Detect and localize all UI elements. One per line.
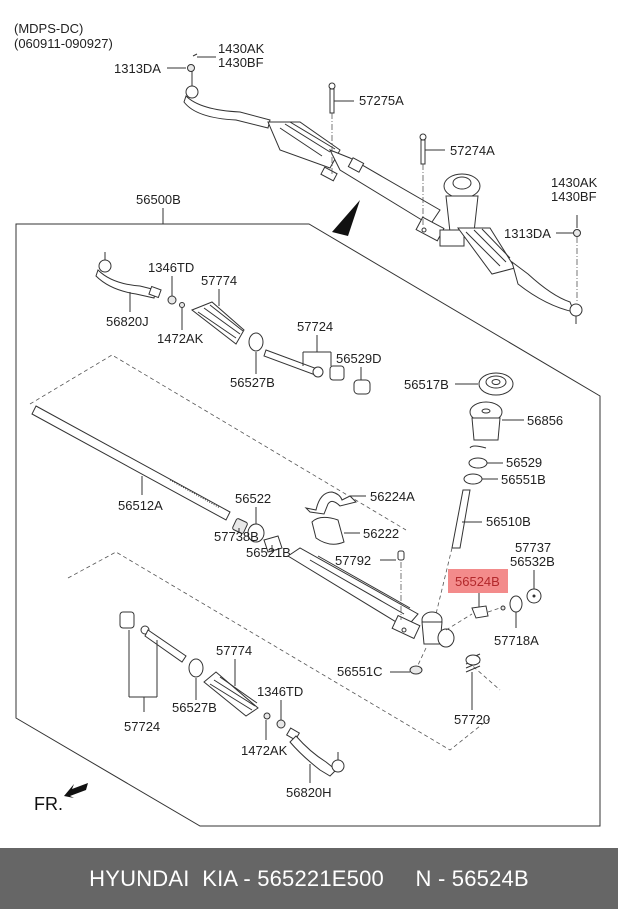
front-arrow-icon	[64, 783, 88, 798]
label-56820J: 56820J	[106, 314, 149, 329]
label-56551B: 56551B	[501, 472, 546, 487]
tie-rod-end-56820H	[285, 727, 345, 777]
label-56529: 56529	[506, 455, 542, 470]
label-56524B[interactable]: 56524B	[455, 574, 500, 589]
highlight-56524B	[448, 569, 508, 593]
label-1472AK-lower: 1472AK	[241, 743, 288, 758]
label-56532B: 56532B	[510, 554, 555, 569]
top-steering-gear-assembly	[183, 53, 583, 324]
label-56521B: 56521B	[246, 545, 291, 560]
dashed-group-upper	[29, 354, 407, 531]
label-57724-upper: 57724	[297, 319, 333, 334]
label-57792: 57792	[335, 553, 371, 568]
model-label: (MDPS-DC)	[14, 21, 83, 36]
nut-1346TD-lower	[276, 719, 286, 729]
label-1346TD-upper: 1346TD	[148, 260, 194, 275]
label-1430AK-right: 1430AK	[551, 175, 598, 190]
inner-tie-rod-57724-lower	[140, 625, 187, 663]
bushing-56521B	[263, 535, 283, 553]
plug-57792	[397, 550, 405, 561]
label-57718A: 57718A	[494, 633, 539, 648]
seal-57718A	[509, 595, 523, 613]
label-57774-lower: 57774	[216, 643, 252, 658]
label-57274A: 57274A	[450, 143, 495, 158]
cover-56517B	[478, 372, 514, 396]
tie-rod-end-right-top	[511, 260, 583, 324]
label-56224A: 56224A	[370, 489, 415, 504]
nut-1346TD-upper	[167, 295, 177, 305]
label-1313DA-left: 1313DA	[114, 61, 161, 76]
label-1346TD-lower: 1346TD	[257, 684, 303, 699]
front-direction-label: FR.	[34, 794, 63, 814]
pinion-56510B	[451, 489, 471, 549]
spring-57720	[465, 653, 481, 673]
label-56551C: 56551C	[337, 664, 383, 679]
date-range-label: (060911-090927)	[14, 36, 113, 51]
label-57275A: 57275A	[359, 93, 404, 108]
label-1430BF-right: 1430BF	[551, 189, 597, 204]
label-57738B: 57738B	[214, 529, 259, 544]
dashed-group-lower	[67, 551, 491, 751]
nut-1313DA-left	[187, 64, 195, 72]
assembly-boundary	[15, 223, 601, 827]
cap-56551C	[409, 665, 423, 675]
bushing-56529D	[353, 379, 371, 395]
label-56222: 56222	[363, 526, 399, 541]
mount-56222	[311, 516, 345, 545]
label-56522: 56522	[235, 491, 271, 506]
label-57724-lower: 57724	[124, 719, 160, 734]
part-number-caption: HYUNDAI KIA - 565221E500 N - 56524B	[89, 865, 529, 891]
rack-bar-56512A	[31, 405, 231, 521]
seal-56529	[468, 457, 488, 469]
label-1472AK-upper: 1472AK	[157, 331, 204, 346]
label-56500B: 56500B	[136, 192, 181, 207]
footer-bar: HYUNDAI KIA - 565221E500 N - 56524B	[0, 848, 618, 909]
label-56856: 56856	[527, 413, 563, 428]
clamp-56527B-lower	[188, 658, 204, 678]
yoke-56524B	[471, 605, 489, 619]
bolt-57274A	[419, 133, 427, 226]
nut-1313DA-right	[573, 229, 581, 237]
ring-57738B	[232, 518, 248, 534]
parts-diagram: (MDPS-DC) (060911-090927)	[14, 21, 601, 827]
label-1430AK-left: 1430AK	[218, 41, 265, 56]
label-56527B-lower: 56527B	[172, 700, 217, 715]
bearing-56551B	[463, 473, 483, 485]
spring-seat	[500, 605, 506, 611]
label-1430BF-left: 1430BF	[218, 55, 264, 70]
tie-rod-end-left-top	[183, 70, 271, 129]
label-57737: 57737	[515, 540, 551, 555]
label-56512A: 56512A	[118, 498, 163, 513]
bushing-lower	[119, 611, 135, 629]
pinion-housing-top	[439, 173, 481, 247]
rack-housing-lower	[287, 547, 455, 648]
boot-57774-lower	[203, 671, 259, 717]
clamp-56527B-upper	[248, 332, 264, 352]
pinion-housing-56856	[469, 401, 503, 441]
label-56529D: 56529D	[336, 351, 382, 366]
inner-tie-rod-57724-upper	[263, 349, 345, 381]
pin-1472AK-lower	[263, 712, 271, 720]
label-56527B-upper: 56527B	[230, 375, 275, 390]
label-56517B: 56517B	[404, 377, 449, 392]
label-1313DA-right: 1313DA	[504, 226, 551, 241]
pin-1472AK-upper	[179, 302, 185, 308]
snap-ring	[469, 445, 487, 449]
view-pointer-icon	[332, 200, 360, 236]
tie-rod-end-56820J	[95, 252, 162, 299]
boot-57774-upper	[191, 301, 245, 345]
rack-housing-top	[320, 149, 445, 242]
label-56510B: 56510B	[486, 514, 531, 529]
label-56820H: 56820H	[286, 785, 332, 800]
clamp-56224A	[304, 491, 357, 515]
boot-left-top	[267, 121, 341, 169]
label-57720: 57720	[454, 712, 490, 727]
label-57774-upper: 57774	[201, 273, 237, 288]
